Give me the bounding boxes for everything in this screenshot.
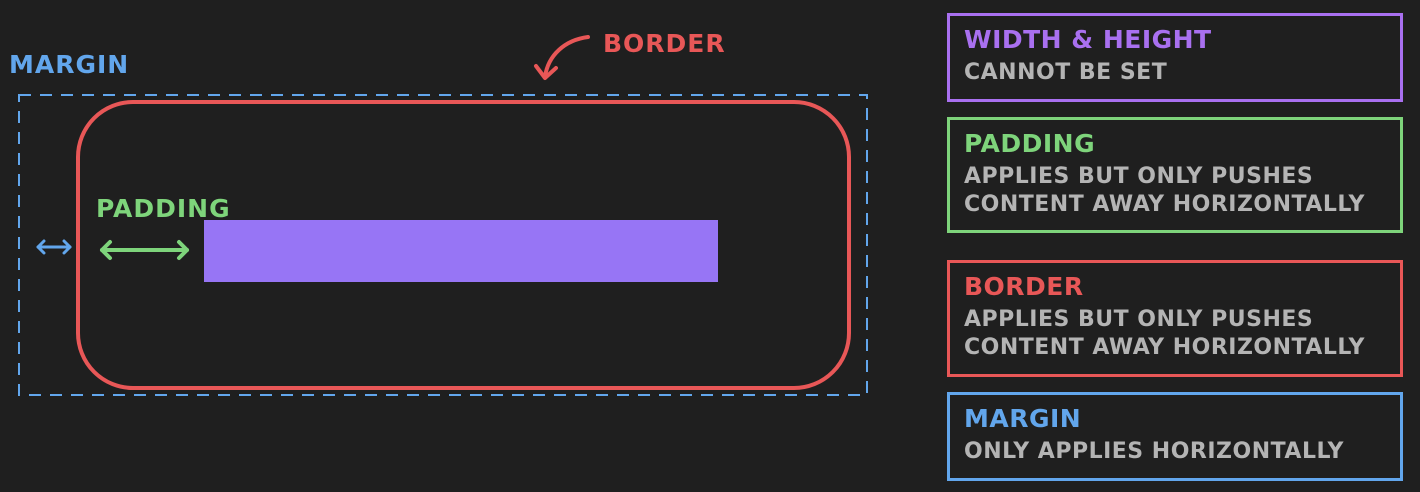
padding-card-body: APPLIES BUT ONLY PUSHES CONTENT AWAY HOR…	[964, 163, 1365, 218]
box-model-diagram	[18, 35, 868, 396]
padding-card: PADDING APPLIES BUT ONLY PUSHES CONTENT …	[947, 117, 1403, 233]
margin-card-body: ONLY APPLIES HORIZONTALLY	[964, 438, 1344, 464]
border-card: BORDER APPLIES BUT ONLY PUSHES CONTENT A…	[947, 260, 1403, 377]
margin-label: MARGIN	[9, 50, 130, 79]
margin-outline	[18, 94, 868, 396]
border-label: BORDER	[603, 29, 726, 58]
border-pointer-arrow-icon	[534, 35, 590, 80]
padding-card-title: PADDING	[964, 129, 1096, 158]
padding-double-arrow-icon	[100, 240, 189, 260]
border-card-title: BORDER	[964, 272, 1084, 301]
width-height-card-title: WIDTH & HEIGHT	[964, 25, 1212, 54]
padding-label: PADDING	[96, 194, 231, 223]
content-box	[204, 220, 718, 282]
width-height-card: WIDTH & HEIGHT CANNOT BE SET	[947, 13, 1403, 102]
margin-card: MARGIN ONLY APPLIES HORIZONTALLY	[947, 392, 1403, 481]
border-outline	[76, 100, 851, 390]
margin-card-title: MARGIN	[964, 404, 1082, 433]
border-card-body: APPLIES BUT ONLY PUSHES CONTENT AWAY HOR…	[964, 306, 1365, 361]
margin-double-arrow-icon	[36, 239, 72, 255]
width-height-card-body: CANNOT BE SET	[964, 59, 1168, 85]
